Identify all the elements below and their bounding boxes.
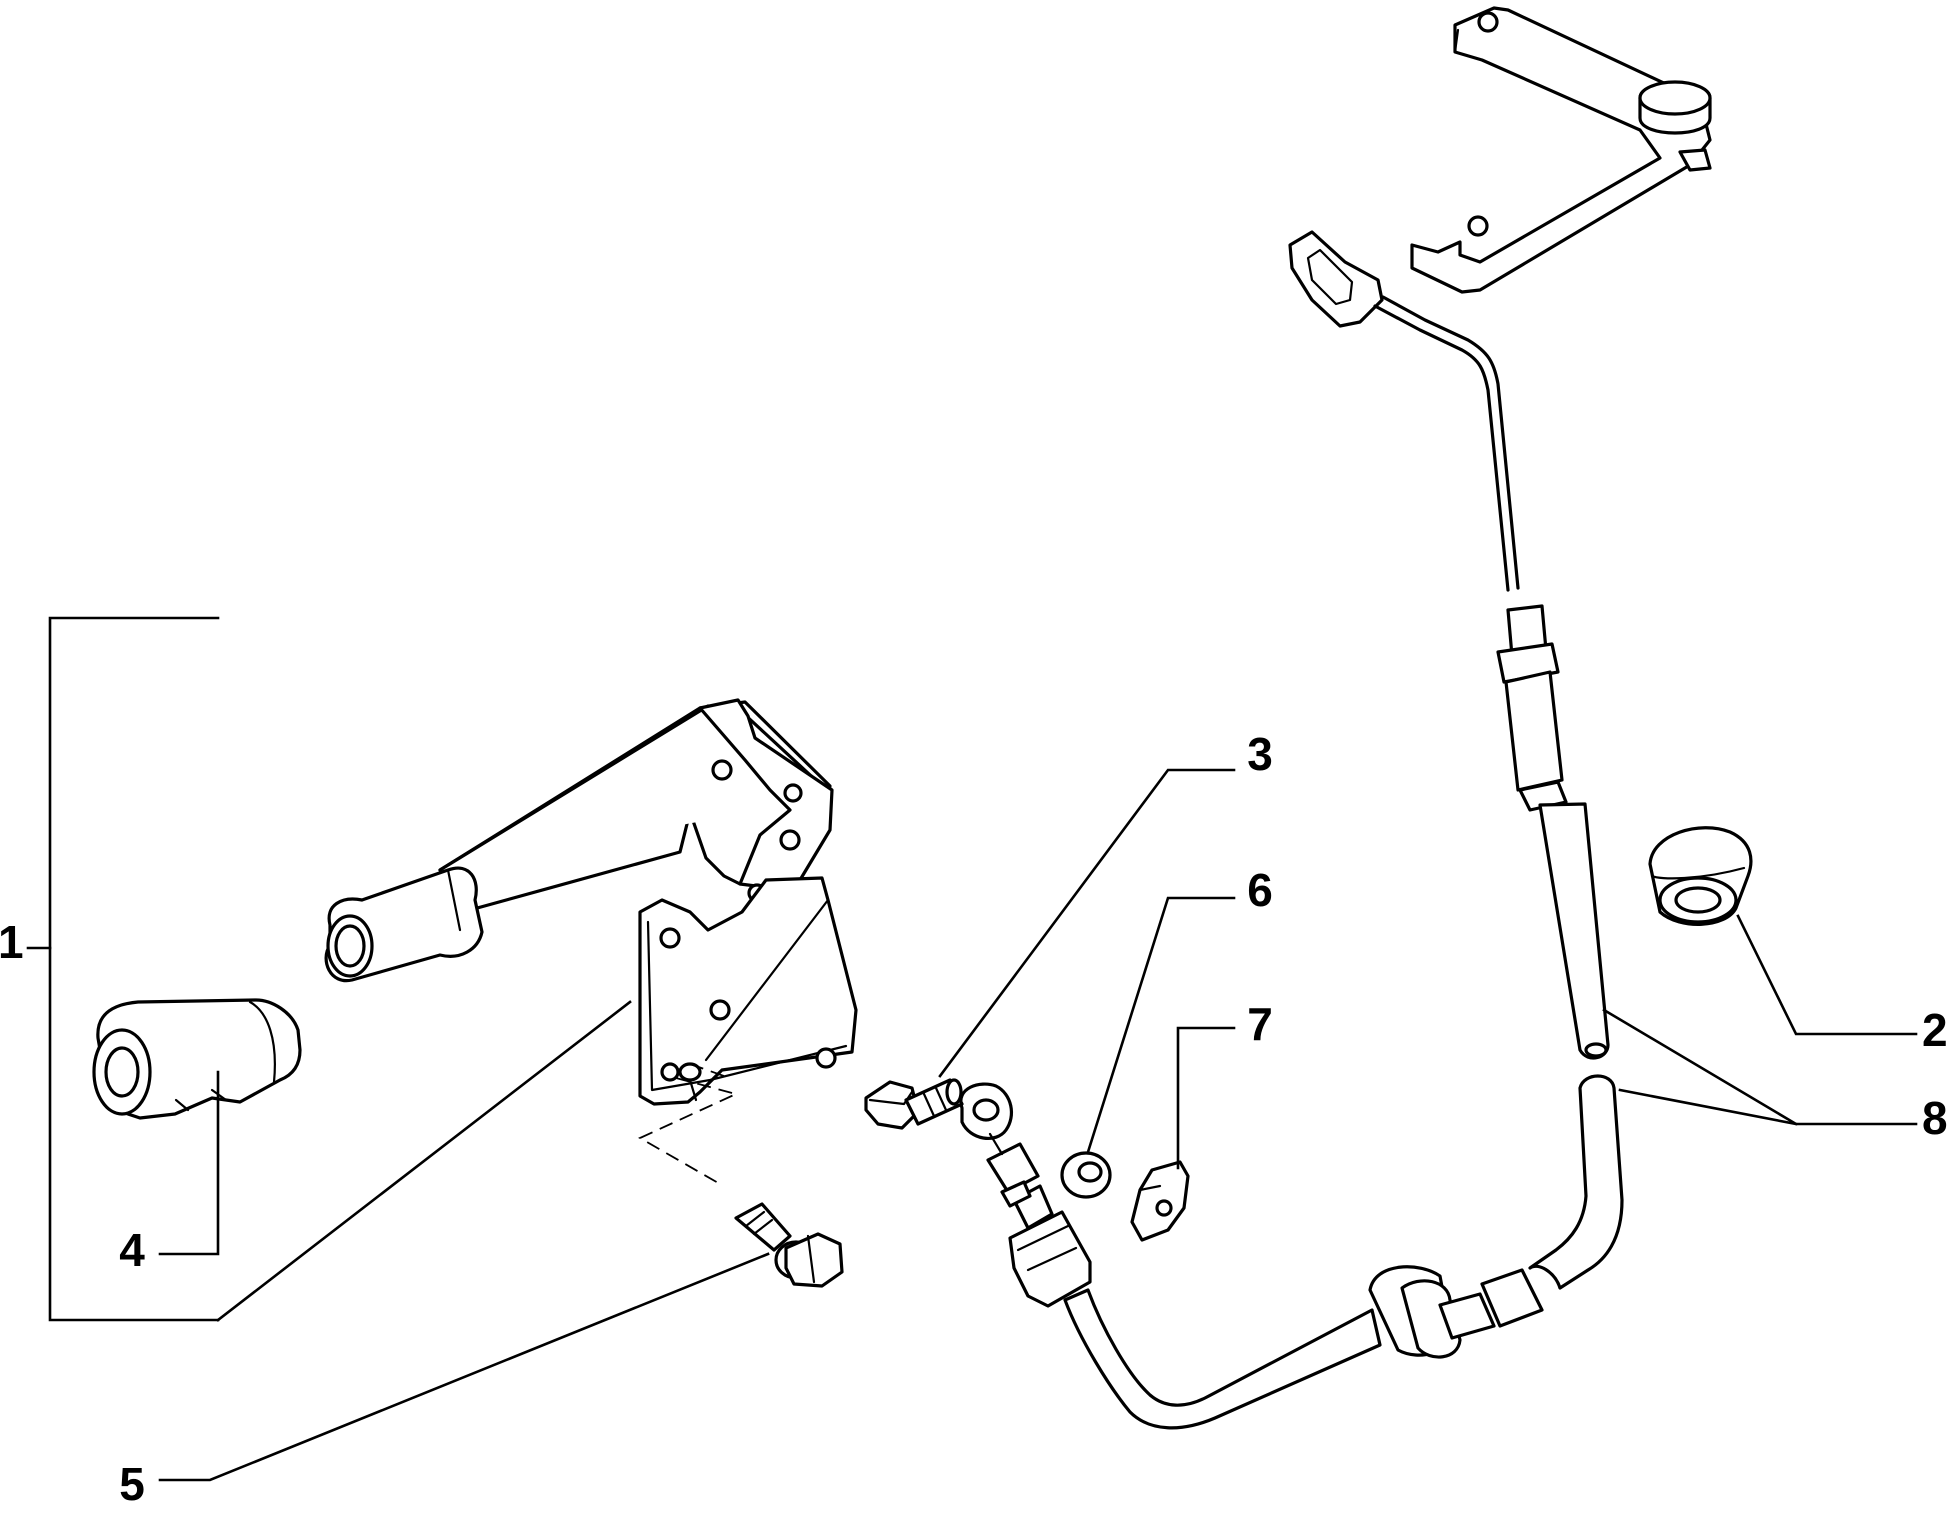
washer-part-6 [1060,1151,1112,1199]
handbrake-lever [324,698,858,1106]
callout-7: 7 [1247,998,1273,1050]
callout-2: 2 [1922,1004,1948,1056]
cable-tube-upper [1538,802,1610,1060]
alignment-line [638,1077,739,1185]
clip-part-7 [1130,1160,1190,1242]
upper-cable [1373,304,1510,592]
cable-adjuster [1496,604,1568,812]
callout-3: 3 [1247,728,1273,780]
lever-bracket [1410,6,1712,294]
callout-4: 4 [119,1224,145,1276]
cable-end-fitting [986,1142,1092,1308]
callout-8: 8 [1922,1092,1948,1144]
cable-grommet [1368,1265,1496,1359]
eyelet-ring [959,1082,1014,1156]
cable-eyelet [1288,230,1384,328]
lower-pipe [1063,1288,1382,1430]
callout-6: 6 [1247,864,1273,916]
flange-bolt-part-5 [734,1202,844,1288]
grommet-part-2 [1648,826,1753,926]
grip-handle-part-4 [92,998,302,1120]
callout-5: 5 [119,1458,145,1510]
leader-lines [26,616,1918,1482]
bolt-part-3 [864,1078,964,1130]
callout-1: 1 [0,916,24,968]
